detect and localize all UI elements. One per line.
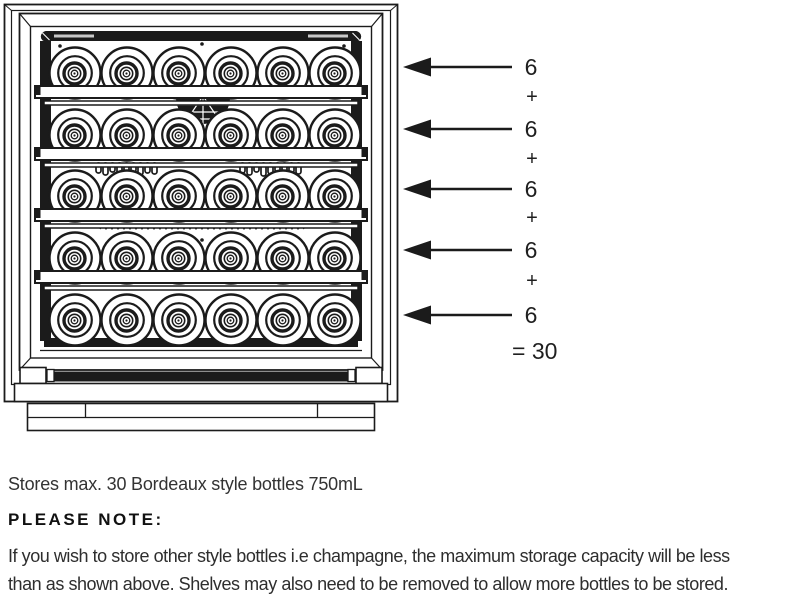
capacity-arrows: [403, 57, 512, 325]
plus-sign: +: [526, 148, 538, 170]
shelf-count-label-1: 6: [524, 54, 538, 80]
hinge-bracket-right: [355, 366, 383, 385]
plus-sign: +: [526, 86, 538, 108]
shelf-count-label-3: 6: [524, 176, 538, 202]
shelf-rail-left: [40, 41, 51, 341]
capacity-caption: Stores max. 30 Bordeaux style bottles 75…: [8, 474, 363, 494]
total-count-label: = 30: [512, 338, 558, 364]
door-bottom-trim: [38, 371, 364, 382]
note-body-line-2: than as shown above. Shelves may also ne…: [8, 574, 729, 594]
shelves: [34, 85, 368, 291]
cabinet-base: [13, 366, 389, 432]
note-heading: PLEASE NOTE:: [8, 510, 164, 529]
shelf-count-label-5: 6: [524, 302, 538, 328]
wine-cabinet-illustration: [3, 3, 512, 432]
hinge-bracket-left: [19, 366, 47, 385]
note-body-line-1: If you wish to store other style bottles…: [8, 546, 730, 566]
interior-floor: [44, 338, 358, 347]
note-body: If you wish to store other style bottles…: [8, 542, 730, 598]
glass-door-frame: [18, 12, 384, 371]
plus-sign: +: [526, 207, 538, 229]
shelf-count-label-2: 6: [524, 116, 538, 142]
plinth: [13, 382, 389, 403]
shelf-count-label-4: 6: [524, 237, 538, 263]
plus-sign: +: [526, 270, 538, 292]
